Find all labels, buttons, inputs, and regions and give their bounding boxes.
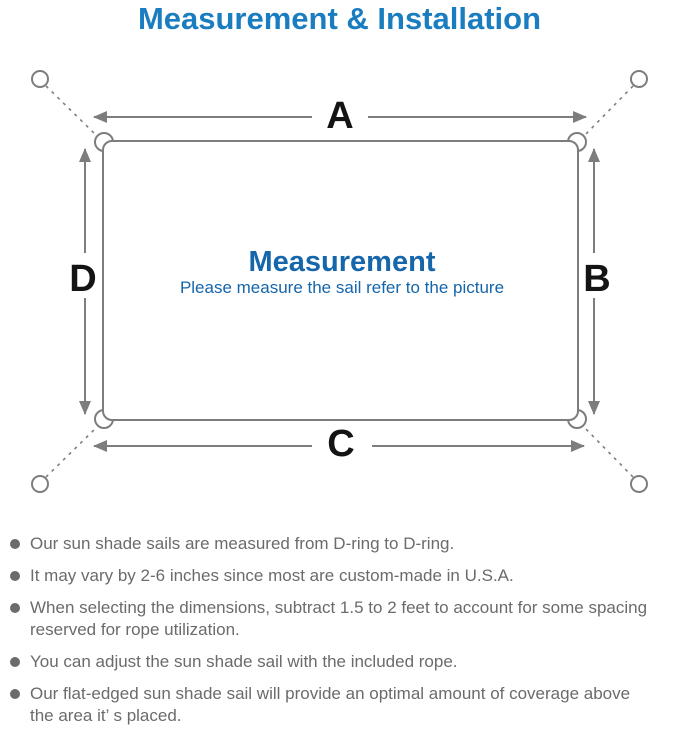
diagram-center-title: Measurement	[249, 246, 436, 278]
page-title: Measurement & Installation	[137, 1, 542, 36]
anchor-ring-bottom-left	[31, 475, 49, 493]
dimension-label-d: D	[69, 258, 96, 300]
measurement-diagram: A C D B Measurement Please measure the s…	[31, 70, 648, 493]
bullet-dot-icon	[10, 657, 20, 667]
bullet-dot-icon	[10, 689, 20, 699]
dimension-label-b: B	[583, 258, 610, 300]
list-item: When selecting the dimensions, subtract …	[9, 597, 671, 641]
sail-rectangle	[102, 140, 579, 421]
bullet-dot-icon	[10, 539, 20, 549]
list-item: Our sun shade sails are measured from D-…	[9, 533, 671, 555]
bullet-dot-icon	[10, 603, 20, 613]
list-item-line: Our flat-edged sun shade sail will provi…	[30, 684, 631, 703]
list-item: Our flat-edged sun shade sail will provi…	[9, 683, 671, 727]
dimension-label-a: A	[326, 95, 353, 137]
list-item-text: Our sun shade sails are measured from D-…	[30, 533, 454, 555]
instruction-list: Our sun shade sails are measured from D-…	[9, 533, 671, 727]
list-item-text: It may vary by 2-6 inches since most are…	[30, 565, 514, 587]
list-item-text: You can adjust the sun shade sail with t…	[30, 651, 458, 673]
diagram-center-subtitle: Please measure the sail refer to the pic…	[180, 278, 504, 297]
dashed-rope-bottom-right	[583, 426, 634, 478]
dashed-rope-top-left	[45, 85, 98, 137]
dashed-rope-top-right	[583, 85, 634, 137]
bullet-dot-icon	[10, 571, 20, 581]
list-item-line: reserved for rope utilization.	[30, 620, 240, 639]
list-item-line: the area it’ s placed.	[30, 706, 182, 725]
list-item-line: It may vary by 2-6 inches since most are…	[30, 566, 514, 585]
anchor-ring-top-right	[630, 70, 648, 88]
list-item: It may vary by 2-6 inches since most are…	[9, 565, 671, 587]
dimension-label-c: C	[327, 423, 354, 465]
list-item-text: When selecting the dimensions, subtract …	[30, 597, 647, 641]
list-item-text: Our flat-edged sun shade sail will provi…	[30, 683, 630, 727]
list-item-line: You can adjust the sun shade sail with t…	[30, 652, 458, 671]
list-item-line: When selecting the dimensions, subtract …	[30, 598, 648, 617]
dashed-rope-bottom-left	[45, 426, 98, 478]
anchor-ring-top-left	[31, 70, 49, 88]
list-item-line: Our sun shade sails are measured from D-…	[30, 534, 455, 553]
anchor-ring-bottom-right	[630, 475, 648, 493]
list-item: You can adjust the sun shade sail with t…	[9, 651, 671, 673]
